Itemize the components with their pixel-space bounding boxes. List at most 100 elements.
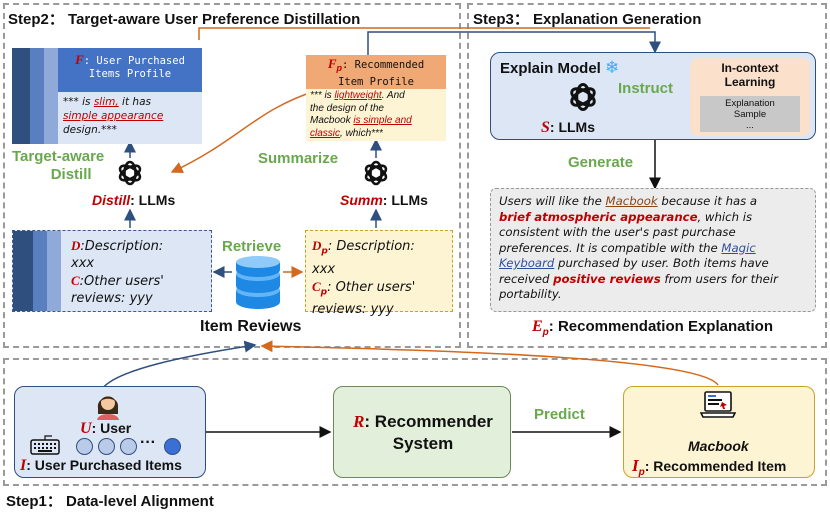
sample-2: Sample (733, 109, 767, 120)
database-icon (236, 256, 280, 309)
text: *** is (63, 96, 94, 108)
text: the design of the (310, 102, 384, 114)
item-profile-header: Fp: Recommended Item Profile (306, 55, 446, 89)
text: because it has a (657, 194, 758, 208)
arrow-item-profile-to-distill (170, 89, 319, 173)
highlight-positive: positive reviews (553, 271, 661, 286)
recommender-box: R: Recommender System (333, 386, 511, 478)
highlight-lightweight: lightweight (334, 90, 382, 101)
user-reviews-card: D:Description: xxx C:Other users' review… (12, 230, 212, 312)
icl-title-2: Learning (724, 75, 776, 89)
text: Users will like the (499, 194, 606, 208)
highlight-slim: slim, (93, 96, 119, 108)
item-profile-title-2: Item Profile (338, 76, 414, 89)
item-reviews-label: Item Reviews (200, 318, 302, 335)
instruct-label: Instruct (618, 80, 674, 97)
openai-logo-icon (570, 83, 596, 111)
summ-symbol: Summ (340, 192, 383, 208)
cp-sub: p (320, 287, 328, 298)
u-symbol: U (80, 420, 92, 437)
explanation-box: Users will like the Macbook because it h… (490, 188, 816, 312)
ep-label: Ep: Recommendation Explanation (532, 318, 773, 338)
profile-stripe (44, 48, 58, 144)
text: received (499, 271, 554, 286)
text: from users for their (660, 271, 778, 286)
fp-symbol: F (327, 56, 337, 71)
ep-text: : Recommendation Explanation (548, 318, 773, 335)
user-profile-title: : User Purchased (83, 55, 185, 67)
keyboard-icon (30, 435, 60, 455)
r-text-2: System (392, 434, 454, 453)
text: preferences. It is compatible with the (499, 240, 722, 255)
openai-logo-icon (364, 160, 388, 186)
text: , which is (697, 209, 753, 224)
laptop-icon (700, 391, 736, 418)
user-avatar-icon (97, 396, 119, 420)
step2-title: Step2： Target-aware User Preference Dist… (8, 11, 361, 28)
user-profile-card: F: User Purchased Items Profile *** is s… (12, 48, 202, 144)
i-label: I: User Purchased Items (20, 457, 182, 475)
text: Macbook (310, 115, 354, 126)
icl-title: In-context Learning (690, 61, 810, 89)
ip-label: Ip: Recommended Item (632, 456, 786, 478)
summarize-label: Summarize (258, 150, 339, 167)
c-symbol: C (71, 273, 80, 288)
text: . And (381, 90, 405, 101)
text: xxx (71, 256, 95, 271)
arrow-item-profile-to-explain (367, 31, 661, 56)
step1-title: Step1： Data-level Alignment (6, 493, 214, 510)
item-profile-title: : Recommended (341, 59, 425, 71)
text: :Description: (80, 239, 164, 254)
reviews-stripe (33, 231, 47, 311)
ep-sub: p (542, 327, 549, 338)
recommender-text: R: Recommender System (334, 411, 512, 455)
item-reviews-text: Dp: Description: xxx Cp: Other users' re… (312, 237, 415, 318)
distill-symbol: Distill (92, 192, 131, 208)
d-symbol: D (71, 238, 81, 253)
cp-symbol: C (312, 278, 321, 294)
text: purchased by user. Both items have (554, 256, 769, 270)
distill-label: Target-aware Distill (12, 148, 104, 184)
text: reviews: yyy (312, 302, 394, 318)
user-reviews-text: D:Description: xxx C:Other users' review… (71, 237, 164, 307)
step1-panel (3, 358, 827, 486)
item-circle (164, 438, 181, 455)
snowflake-icon: ❄ (605, 58, 620, 77)
item-reviews-card: Dp: Description: xxx Cp: Other users' re… (305, 230, 453, 317)
user-profile-header: F: User Purchased Items Profile (58, 48, 202, 92)
dp-sub: p (321, 246, 328, 257)
s-symbol: S (541, 119, 550, 136)
profile-stripe (12, 48, 30, 144)
step2-panel (3, 3, 461, 348)
sample-1: Explanation (725, 98, 775, 109)
retrieve-label: Retrieve (222, 238, 282, 255)
text: reviews: yyy (71, 291, 153, 306)
item-circle (98, 438, 115, 455)
reviews-stripe (13, 231, 33, 311)
highlight-classic: classic (310, 127, 341, 139)
highlight-brief: brief atmospheric appearance (499, 209, 698, 224)
icl-box: In-context Learning Explanation Sample .… (690, 58, 810, 136)
openai-logo-icon (118, 160, 142, 186)
reviews-stripe (47, 231, 61, 311)
summ-llm-label: Summ: LLMs (340, 192, 428, 208)
step3-panel (467, 3, 827, 348)
highlight-simple-appearance: simple appearance (63, 110, 164, 122)
text: xxx (312, 261, 336, 277)
s-llm-text: : LLMs (549, 119, 596, 135)
step3-title: Step3： Explanation Generation (473, 11, 702, 28)
text: it has (118, 96, 151, 108)
item-circle (120, 438, 137, 455)
distill-label-1: Target-aware (12, 148, 105, 165)
arrow-user-to-item-reviews (99, 340, 257, 393)
i-symbol: I (20, 457, 27, 474)
highlight-magic: Magic (721, 240, 756, 255)
text: :Other users' (79, 274, 164, 289)
highlight-macbook: Macbook (605, 194, 658, 208)
user-profile-body: *** is slim, it has simple appearance de… (58, 92, 202, 144)
user-profile-title-2: Items Profile (88, 68, 172, 80)
icl-title-1: In-context (721, 61, 779, 75)
ip-text: : Recommended Item (644, 458, 787, 474)
item-profile-body: *** is lightweight. And the design of th… (306, 89, 446, 141)
